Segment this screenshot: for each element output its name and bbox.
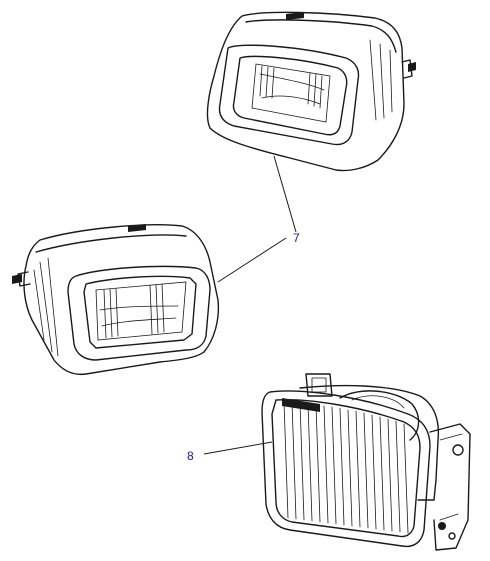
- leader-line-7-lower: [217, 237, 287, 283]
- headlamp-lower[interactable]: [12, 224, 220, 376]
- leader-line-8: [203, 441, 273, 455]
- leader-line-7-upper: [273, 155, 297, 233]
- callout-7: 7: [293, 231, 300, 245]
- callout-8: 8: [187, 449, 194, 463]
- headlamp-upper[interactable]: [206, 11, 416, 172]
- fog-lamp[interactable]: [261, 373, 471, 551]
